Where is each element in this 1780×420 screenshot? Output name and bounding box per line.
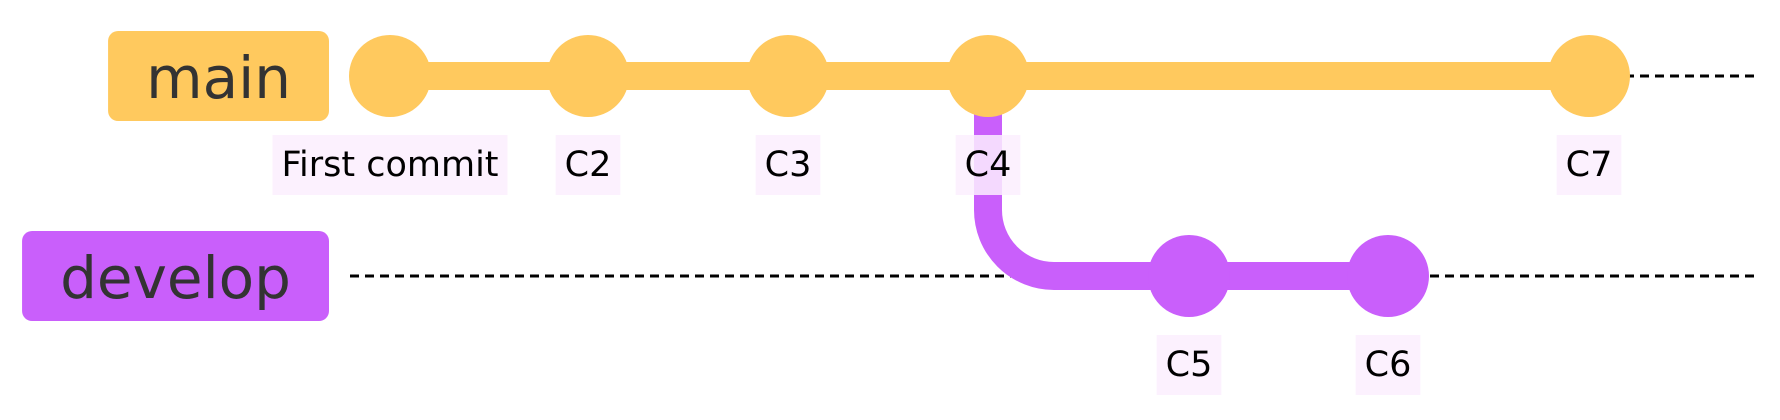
commit-nodes [349, 35, 1630, 317]
branch-tags: main develop [22, 31, 329, 321]
commit-node-c2[interactable] [547, 35, 629, 117]
commit-node-first-commit[interactable] [349, 35, 431, 117]
commit-node-c4[interactable] [947, 35, 1029, 117]
commit-label-bg [1556, 135, 1622, 195]
commit-label-bg [755, 135, 821, 195]
commit-label-text: C6 [1365, 345, 1412, 385]
commit-label-text: First commit [281, 145, 498, 185]
commit-label-text: C7 [1566, 145, 1613, 185]
commit-label-c4: C4 [955, 135, 1021, 195]
branch-tag-bg [108, 31, 329, 121]
commit-label-bg [555, 135, 621, 195]
commit-label-c2: C2 [555, 135, 621, 195]
commit-label-text: C2 [565, 145, 612, 185]
branch-tag-bg [22, 231, 329, 321]
commit-label-bg [272, 135, 508, 195]
commit-label-c7: C7 [1556, 135, 1622, 195]
edge-c4-to-c5 [974, 76, 1189, 290]
commit-label-text: C3 [765, 145, 812, 185]
commit-node-c5[interactable] [1148, 235, 1230, 317]
commit-label-c6: C6 [1355, 335, 1421, 395]
commit-label-bg [955, 135, 1021, 195]
commit-node-c7[interactable] [1548, 35, 1630, 117]
branch-tag-main[interactable]: main [108, 31, 329, 121]
commit-label-c3: C3 [755, 135, 821, 195]
branch-tag-label: main [146, 44, 291, 112]
branch-tag-develop[interactable]: develop [22, 231, 329, 321]
commit-label-bg [1156, 335, 1222, 395]
commit-label-bg [1355, 335, 1421, 395]
commit-label-first-commit: First commit [272, 135, 508, 195]
commit-label-text: C4 [965, 145, 1012, 185]
branch-tag-label: develop [60, 244, 291, 312]
commit-node-c3[interactable] [747, 35, 829, 117]
commit-label-text: C5 [1166, 345, 1213, 385]
commit-node-c6[interactable] [1347, 235, 1429, 317]
commit-label-c5: C5 [1156, 335, 1222, 395]
